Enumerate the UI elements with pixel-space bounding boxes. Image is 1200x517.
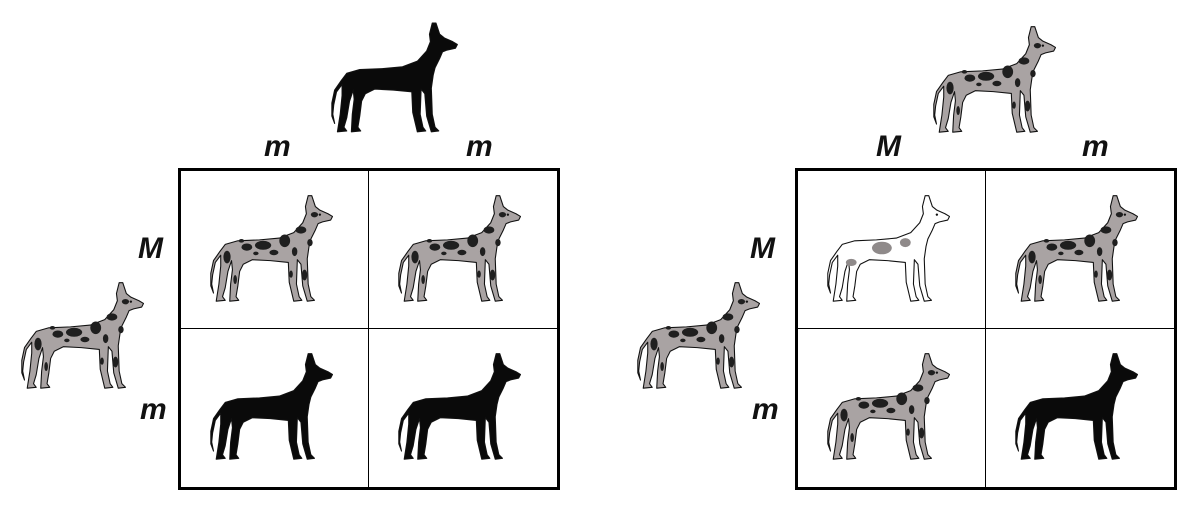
offspring-dog-icon	[1014, 343, 1142, 469]
offspring-dog-icon	[397, 343, 525, 469]
offspring-cell	[181, 329, 369, 487]
offspring-cell	[798, 171, 986, 329]
top-allele-2: m	[466, 130, 493, 163]
offspring-dog-icon	[397, 185, 525, 311]
offspring-dog-icon	[1014, 185, 1142, 311]
side-parent-dog-icon	[636, 272, 764, 398]
punnett-square-left: m m M m	[20, 12, 560, 490]
top-allele-1: M	[876, 130, 901, 163]
offspring-dog-icon	[826, 343, 954, 469]
side-parent-dog-icon	[20, 272, 148, 398]
top-allele-1: m	[264, 130, 291, 163]
offspring-cell	[369, 171, 557, 329]
offspring-cell	[181, 171, 369, 329]
top-parent-dog-icon	[932, 16, 1060, 142]
punnett-grid	[178, 168, 560, 490]
punnett-grid	[795, 168, 1177, 490]
offspring-cell	[986, 171, 1174, 329]
offspring-cell	[369, 329, 557, 487]
top-parent-dog-icon	[330, 12, 462, 142]
side-allele-1: M	[138, 232, 163, 265]
side-allele-2: m	[140, 393, 167, 426]
top-allele-2: m	[1082, 130, 1109, 163]
punnett-square-right: M m M m	[600, 0, 1200, 517]
offspring-dog-icon	[826, 185, 954, 311]
offspring-dog-icon	[209, 343, 337, 469]
side-allele-2: m	[752, 393, 779, 426]
offspring-dog-icon	[209, 185, 337, 311]
offspring-cell	[986, 329, 1174, 487]
offspring-cell	[798, 329, 986, 487]
side-allele-1: M	[750, 232, 775, 265]
